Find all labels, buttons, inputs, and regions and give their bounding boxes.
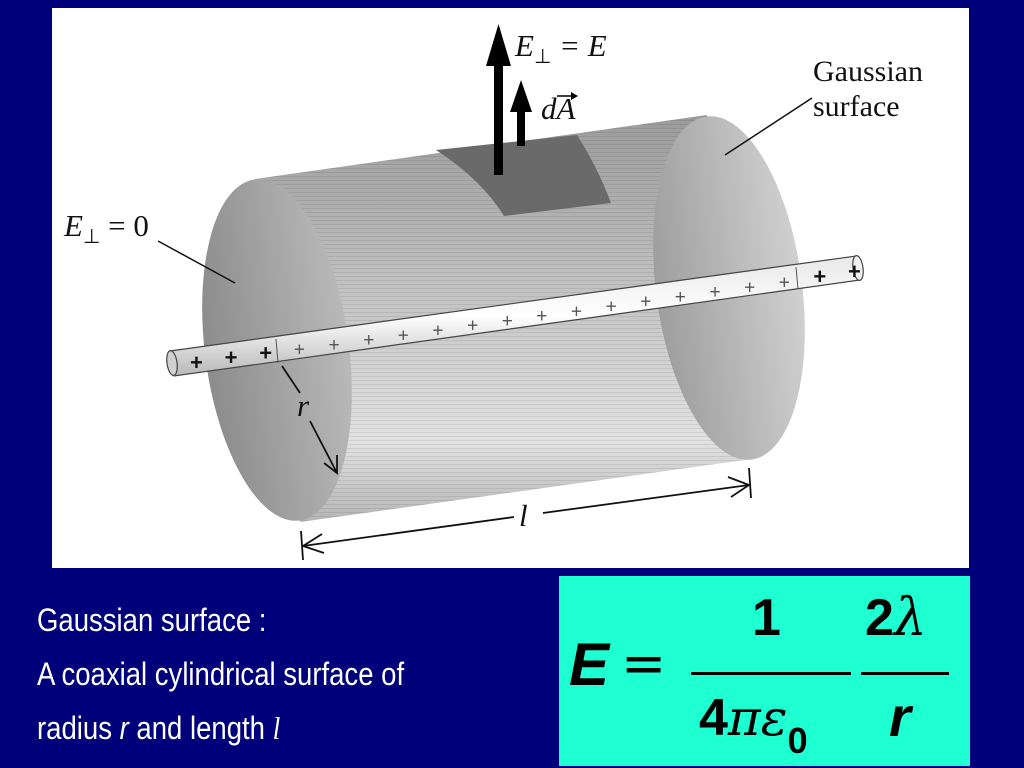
l-arrow-right	[542, 484, 750, 514]
plus-sign: +	[398, 325, 409, 346]
plus-sign: +	[363, 330, 374, 351]
plus-sign: +	[294, 340, 305, 361]
formula-frac2-numerator: 2λ	[865, 588, 927, 648]
caption-line-1: Gaussian surface :	[37, 602, 267, 638]
plus-sign: +	[848, 259, 861, 284]
dA-patch	[436, 135, 611, 216]
plus-sign: +	[502, 311, 513, 332]
formula-frac2-bar	[861, 672, 949, 675]
gaussian-cylinder-diagram: + + + + + + + + + + + + + + + + + + + +	[157, 24, 864, 561]
caption-line-2: A coaxial cylindrical surface of	[37, 656, 405, 692]
l-arrow-left	[302, 516, 515, 547]
formula-box: E = 1 4πε0 2λ r	[559, 576, 970, 766]
plus-sign: +	[571, 301, 582, 322]
formula-lhs: E	[569, 631, 610, 698]
dA-arrow-head	[510, 80, 532, 112]
plus-sign: +	[467, 316, 478, 337]
rod-right-end	[852, 255, 864, 281]
plus-signs: + + + + + + + + + + + + + + + + + + + +	[190, 259, 861, 375]
e-perp-left-label: E⊥ = 0	[64, 208, 149, 249]
rod-left-end	[166, 350, 178, 376]
formula-frac2-denominator: r	[889, 685, 911, 748]
formula-frac1-denominator: 4πε0	[699, 689, 808, 761]
e-perp-top-label: E⊥ = E	[515, 28, 607, 69]
plus-sign: +	[675, 287, 686, 308]
plus-sign: +	[329, 335, 340, 356]
plus-sign: +	[190, 350, 203, 375]
l-tick-left	[300, 530, 304, 561]
plus-sign: +	[640, 292, 651, 313]
formula-equals: =	[621, 632, 667, 695]
plus-sign: +	[813, 264, 826, 289]
plus-sign: +	[710, 282, 721, 303]
gaussian-surface-label: Gaussian surface	[813, 55, 923, 123]
plus-sign: +	[225, 345, 238, 370]
figure-panel: + + + + + + + + + + + + + + + + + + + + E⊥ = E dA Gaussian …	[52, 8, 969, 568]
r-arrow-line-upper	[281, 365, 301, 394]
r-arrow-line-lower	[309, 420, 338, 474]
e-field-arrow-shaft	[494, 53, 503, 175]
plus-sign: +	[536, 306, 547, 327]
l-arrow-head-right	[727, 476, 751, 498]
l-tick-right	[748, 467, 752, 499]
plus-sign: +	[432, 321, 443, 342]
r-arrow-head	[323, 455, 338, 475]
e-field-arrow-head	[486, 24, 511, 66]
e-perp-leader-line	[157, 240, 236, 284]
formula-frac1-bar	[691, 672, 851, 675]
caption-line-3: radius r and length l	[37, 710, 281, 746]
formula-frac1-numerator: 1	[752, 589, 781, 647]
length-label: l	[519, 498, 528, 533]
plus-sign: +	[259, 340, 272, 365]
gaussian-leader-line	[724, 97, 813, 156]
l-arrow-head-left	[300, 533, 325, 554]
plus-sign: +	[744, 277, 755, 298]
radius-label: r	[297, 388, 310, 423]
plus-sign: +	[779, 273, 790, 294]
dA-label: dA	[541, 91, 576, 126]
dA-arrow-shaft	[517, 106, 525, 146]
plus-sign: +	[606, 297, 617, 318]
